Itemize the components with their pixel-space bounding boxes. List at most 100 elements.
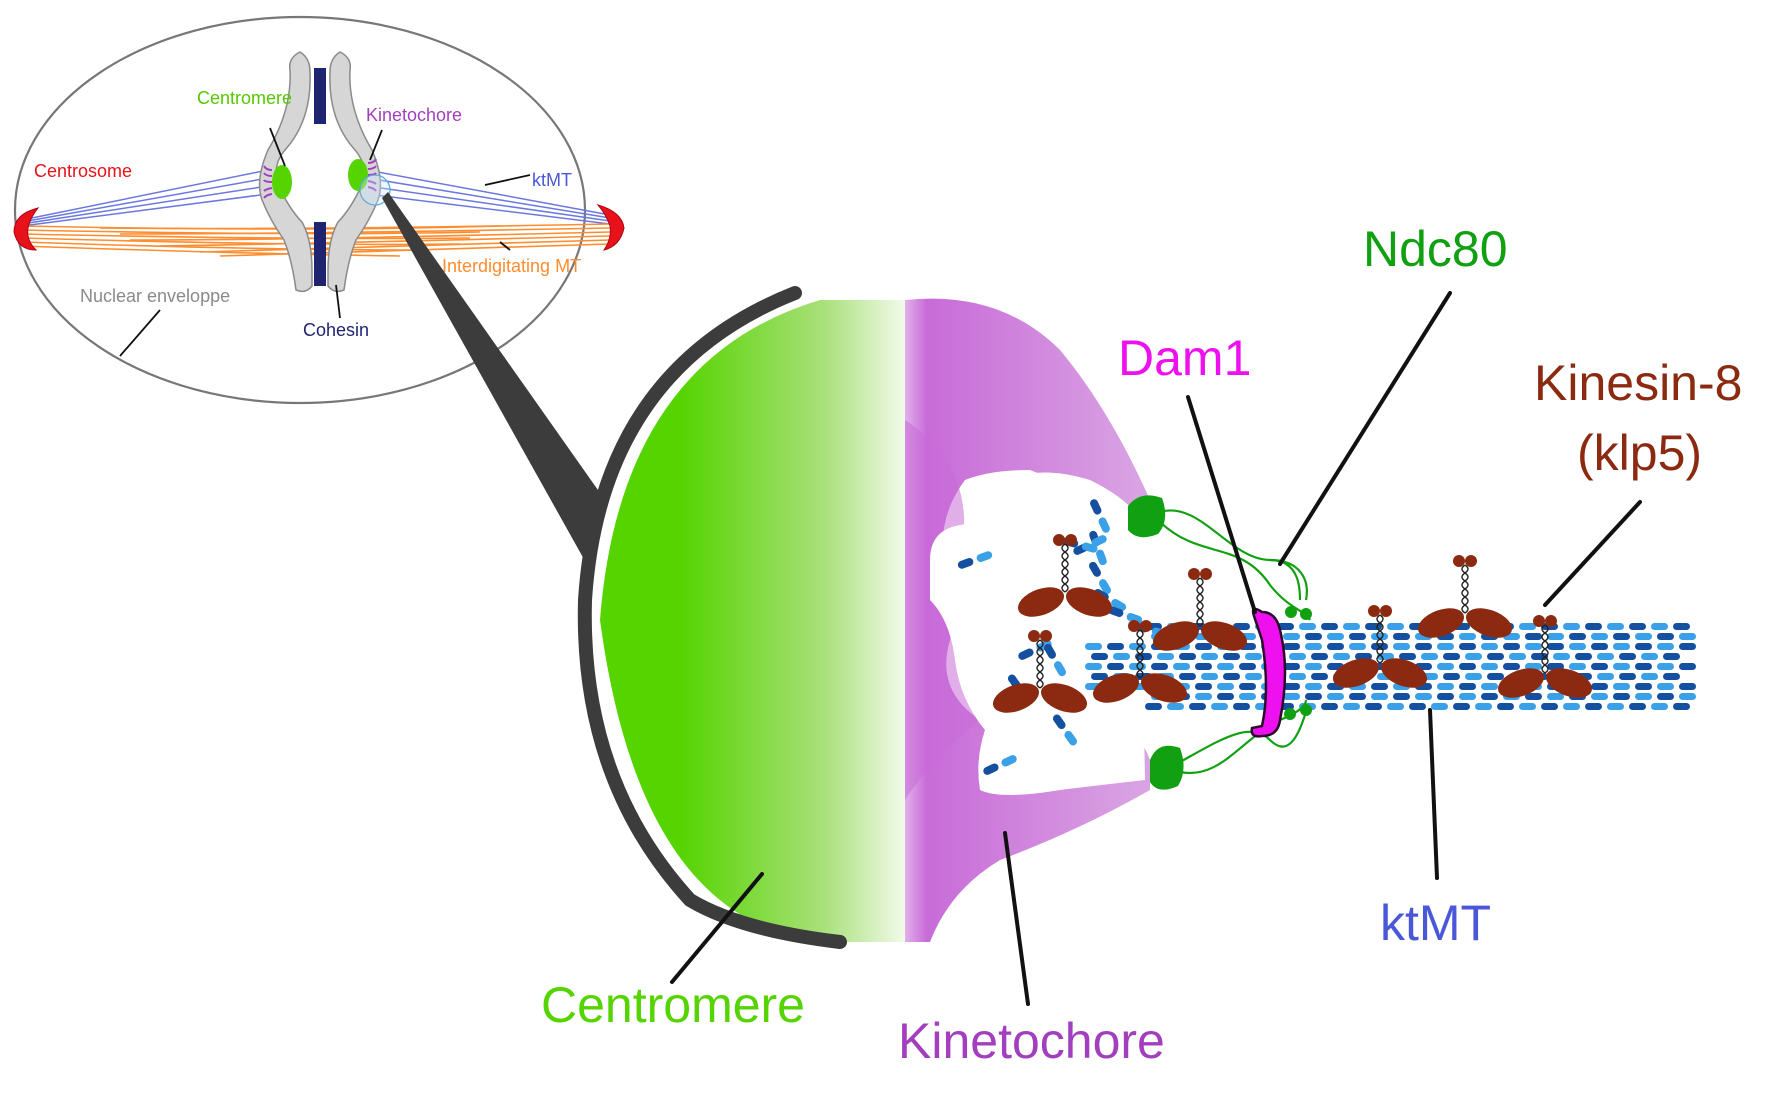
tubulin-dimer	[1459, 683, 1476, 690]
tubulin-dimer	[1217, 683, 1234, 690]
tubulin-dimer	[1657, 633, 1674, 640]
tubulin-dimer	[1371, 693, 1388, 700]
tubulin-dimer	[1195, 663, 1212, 670]
tubulin-dimer	[1437, 663, 1454, 670]
tubulin-dimer	[1157, 653, 1174, 660]
tubulin-dimer	[1453, 703, 1470, 710]
tubulin-dimer	[1563, 703, 1580, 710]
tubulin-dimer	[1091, 653, 1108, 660]
tubulin-dimer	[1387, 623, 1404, 630]
loose-dimer	[1044, 643, 1066, 677]
tubulin-dimer	[1179, 653, 1196, 660]
tubulin-dimer	[1635, 693, 1652, 700]
tubulin-dimer	[1437, 683, 1454, 690]
tubulin-dimer	[1465, 653, 1482, 660]
centromere-body	[600, 300, 930, 942]
tubulin-dimer	[1223, 673, 1240, 680]
tubulin-dimer	[1657, 683, 1674, 690]
kinesin-8-motors	[993, 534, 1592, 713]
tubulin-dimer	[1387, 703, 1404, 710]
kinesin-8-motor	[1333, 605, 1427, 688]
tubulin-dimer	[1371, 633, 1388, 640]
tubulin-dimer	[1343, 703, 1360, 710]
tubulin-dimer	[1663, 673, 1680, 680]
ndc80-complex-top	[1128, 495, 1312, 621]
tubulin-dimer	[1349, 643, 1366, 650]
tubulin-dimer	[1085, 643, 1102, 650]
tubulin-dimer	[1189, 703, 1206, 710]
inset-ktmt-lines	[21, 169, 611, 227]
tubulin-dimer	[1613, 663, 1630, 670]
inset-kinetochore-right	[367, 158, 377, 192]
tubulin-dimer	[1563, 623, 1580, 630]
inset-leader-lines	[119, 127, 531, 357]
tubulin-dimer	[1459, 633, 1476, 640]
tubulin-dimer	[1415, 693, 1432, 700]
tubulin-dimer	[1217, 693, 1234, 700]
tubulin-dimer	[1525, 693, 1542, 700]
tubulin-dimer	[1283, 663, 1300, 670]
inset-centromere-left	[272, 165, 292, 199]
tubulin-dimer	[1283, 633, 1300, 640]
tubulin-dimer	[1277, 623, 1294, 630]
kinesin-8-motor	[1418, 555, 1512, 638]
tubulin-dimer	[1239, 663, 1256, 670]
tubulin-dimer	[1541, 703, 1558, 710]
inset-chromosomes	[258, 51, 391, 293]
tubulin-dimer	[1283, 683, 1300, 690]
tubulin-dimer	[1443, 673, 1460, 680]
tubulin-dimer	[1607, 703, 1624, 710]
tubulin-dimer	[1679, 693, 1696, 700]
tubulin-dimer	[1321, 703, 1338, 710]
kinesin-8-motor	[1498, 615, 1592, 698]
inset-label-nuclear-envelope: Nuclear enveloppe	[80, 286, 230, 306]
tubulin-dimer	[1591, 633, 1608, 640]
tubulin-dimer	[1305, 643, 1322, 650]
tubulin-dimer	[1239, 683, 1256, 690]
tubulin-dimer	[1333, 653, 1350, 660]
inset-label-centromere: Centromere	[197, 88, 292, 108]
tubulin-dimer	[1245, 653, 1262, 660]
tubulin-dimer	[1327, 643, 1344, 650]
tubulin-dimer	[1679, 663, 1696, 670]
tubulin-dimer	[1591, 683, 1608, 690]
cohesin-bottom	[314, 222, 326, 286]
tubulin-dimer	[1195, 683, 1212, 690]
tubulin-dimer	[1481, 663, 1498, 670]
loose-dimer	[1089, 561, 1111, 595]
kinesin-8-motor	[1093, 620, 1187, 703]
tubulin-dimer	[1657, 693, 1674, 700]
label-klp5: (klp5)	[1577, 425, 1702, 481]
inset-label-kinetochore: Kinetochore	[366, 105, 462, 125]
tubulin-dimer	[1343, 623, 1360, 630]
tubulin-dimer	[1629, 703, 1646, 710]
tubulin-dimer	[1585, 623, 1602, 630]
tubulin-dimer	[1437, 643, 1454, 650]
tubulin-dimer	[1547, 633, 1564, 640]
tubulin-dimer	[1641, 653, 1658, 660]
tubulin-dimer	[1305, 683, 1322, 690]
tubulin-dimer	[1107, 663, 1124, 670]
tubulin-dimer	[1503, 663, 1520, 670]
tubulin-dimer	[1355, 653, 1372, 660]
tubulin-dimer	[1233, 703, 1250, 710]
tubulin-dimer	[1547, 643, 1564, 650]
inset-kinetochore-left	[263, 165, 273, 199]
tubulin-dimer	[1327, 693, 1344, 700]
tubulin-dimer	[1619, 673, 1636, 680]
cohesin-top	[314, 68, 326, 124]
tubulin-dimer	[1173, 663, 1190, 670]
loose-dimer	[983, 755, 1017, 775]
tubulin-dimer	[1421, 653, 1438, 660]
tubulin-dimer	[1635, 663, 1652, 670]
tubulin-dimer	[1283, 643, 1300, 650]
tubulin-dimer	[1091, 673, 1108, 680]
tubulin-dimer	[1575, 653, 1592, 660]
label-kinetochore: Kinetochore	[898, 1013, 1165, 1069]
tubulin-dimer	[1641, 673, 1658, 680]
inset-label-ktmt: ktMT	[532, 170, 572, 190]
tubulin-dimer	[1651, 623, 1668, 630]
tubulin-dimer	[1475, 703, 1492, 710]
tubulin-dimer	[1443, 653, 1460, 660]
ndc80-complex-bottom	[1150, 699, 1312, 790]
